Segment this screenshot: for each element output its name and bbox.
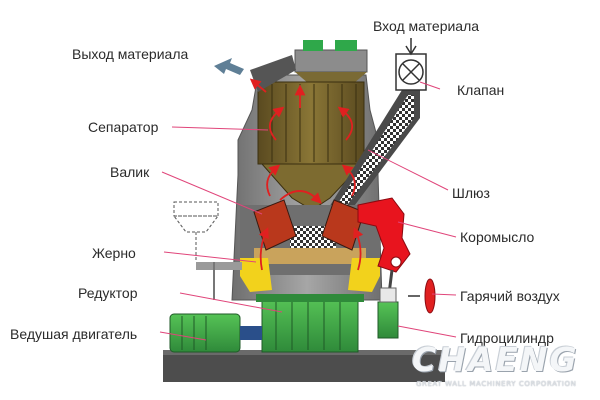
millstone-yellow-left [240, 258, 272, 292]
motor-fins [181, 316, 207, 350]
bypass-duct [196, 262, 242, 270]
millstone-table [254, 248, 366, 264]
base-plate [163, 352, 445, 382]
label-rocker: Коромысло [460, 229, 535, 245]
drive-motor [169, 313, 241, 353]
separator-cage [257, 81, 365, 165]
millstone-yellow-right [348, 258, 380, 292]
label-material-outlet: Выход материала [72, 46, 189, 62]
hydraulic-cylinder-body [377, 301, 399, 339]
hot-air-inlet [424, 278, 436, 314]
reducer-ribs [275, 300, 341, 350]
rocker-arm [357, 197, 411, 273]
leader-lines [159, 81, 457, 341]
top-green-block-2 [335, 40, 357, 51]
label-material-inlet: Вход материала [373, 18, 480, 34]
outlet-arrow-icon [214, 58, 244, 75]
reducer-top [256, 294, 364, 302]
top-cap [294, 49, 368, 73]
separator-blades [271, 84, 357, 162]
label-reducer: Редуктор [78, 285, 138, 301]
label-valve: Клапан [457, 82, 505, 98]
separator-funnel [260, 163, 364, 211]
label-drive-motor: Ведушая двигатель [10, 326, 138, 342]
logo-tagline: GREAT WALL MACHINERY CORPORATION [416, 380, 577, 388]
top-green-block-1 [303, 40, 323, 51]
hydraulic-mount [379, 287, 397, 303]
valve-icon [395, 38, 427, 91]
feed-material [326, 95, 414, 222]
motor-coupling [240, 326, 262, 340]
airflow-arrows [249, 78, 364, 271]
brand-logo: CHAENG GREAT WALL MACHINERY CORPORATION [412, 342, 596, 392]
logo-name: CHAENG [412, 340, 579, 379]
label-separator: Сепаратор [88, 119, 159, 135]
label-roller: Валик [110, 164, 150, 180]
label-millstone: Жерно [92, 245, 136, 261]
auxiliary-hopper-outline [173, 201, 219, 262]
label-hydraulic-cylinder: Гидроцилиндр [460, 330, 554, 346]
label-sluice: Шлюз [452, 185, 490, 201]
label-hot-air: Гарячий воздух [460, 288, 560, 304]
rocker-pivot [390, 256, 402, 268]
